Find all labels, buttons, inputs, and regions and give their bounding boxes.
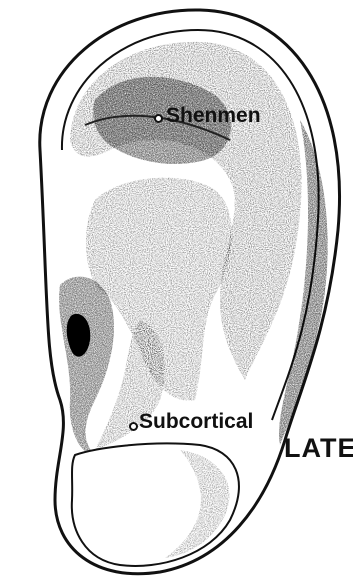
shenmen-label: Shenmen <box>166 104 261 128</box>
shenmen-point-marker <box>154 114 163 123</box>
subcortical-point-marker <box>129 422 138 431</box>
side-label: LATE <box>284 433 353 464</box>
subcortical-label: Subcortical <box>139 410 253 434</box>
